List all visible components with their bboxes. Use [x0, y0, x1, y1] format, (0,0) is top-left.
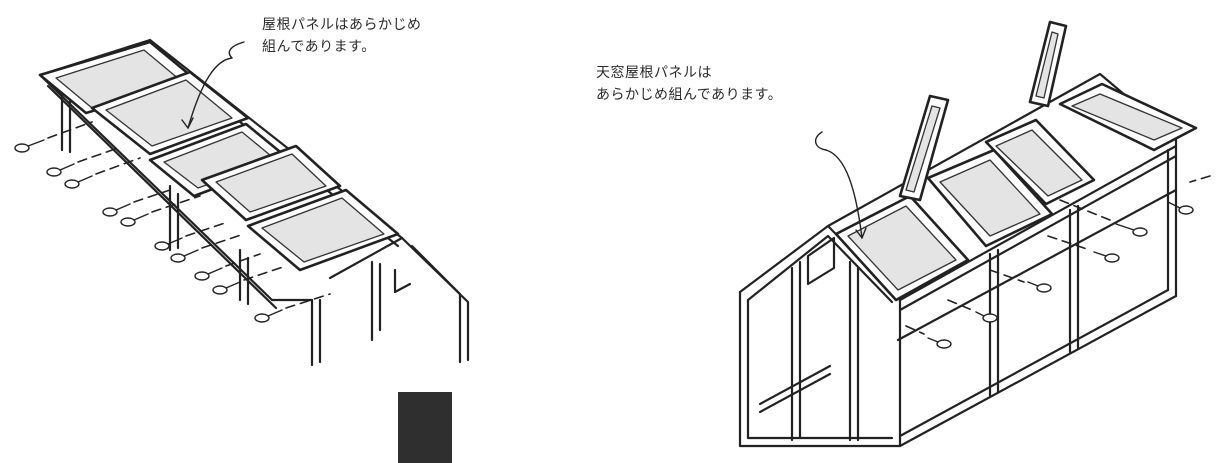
skylight-panel-open [898, 94, 950, 202]
roof-panel-caption: 屋根パネルはあらかじめ 組んであります。 [262, 14, 422, 58]
skylight-panel [834, 194, 970, 302]
screw-icon [14, 121, 93, 153]
right-greenhouse-frame [738, 72, 1178, 448]
right-leader-line [815, 131, 867, 239]
screw-icon [64, 157, 141, 189]
screw-icon [989, 269, 1052, 293]
dark-block [398, 392, 452, 463]
skylight-panel-caption-line1: 天窓屋根パネルは [596, 65, 712, 81]
screw-icon [170, 233, 245, 263]
left-leader-line [181, 41, 245, 129]
screw-icon [905, 325, 952, 349]
roof-panel [926, 148, 1054, 248]
roof-panel [984, 118, 1096, 206]
roof-panel-caption-line2: 組んであります。 [262, 39, 376, 55]
skylight-panel-caption-line2: あらかじめ組んであります。 [596, 87, 783, 103]
screw-icon [120, 195, 201, 227]
skylight-panel-caption: 天窓屋根パネルは あらかじめ組んであります。 [596, 62, 782, 106]
roof-panel [90, 70, 250, 156]
screw-icon [947, 299, 998, 323]
screw-icon [254, 293, 331, 323]
screw-icon [1047, 235, 1120, 263]
screw-icon [154, 221, 229, 251]
skylight-panel-open [1028, 20, 1068, 108]
left-roof-panels [38, 40, 400, 272]
screw-icon [102, 189, 171, 217]
right-screws [905, 175, 1211, 349]
right-roof-panels [834, 20, 1198, 302]
screw-icon [212, 265, 287, 295]
screw-icon [1167, 175, 1211, 215]
screw-icon [1059, 199, 1148, 237]
roof-panel [246, 188, 400, 272]
screw-icon [194, 253, 261, 281]
roof-panel [1058, 82, 1198, 152]
screw-icon [46, 147, 119, 177]
left-screws [14, 121, 331, 323]
roof-panel-caption-line1: 屋根パネルはあらかじめ [262, 17, 422, 33]
roof-panel [200, 144, 342, 222]
